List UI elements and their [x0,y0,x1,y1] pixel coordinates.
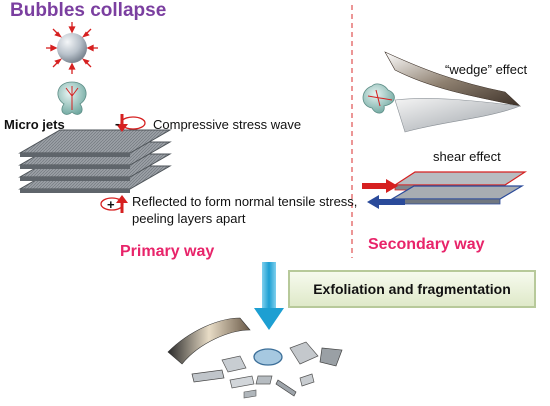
bubble-icon [57,33,87,63]
compressive-arrow [116,114,146,132]
diagram-title: Bubbles collapse [10,0,167,21]
collapsing-bubble [46,22,98,74]
curled-sheet [167,317,251,365]
result-box: Exfoliation and fragmentation [288,270,536,308]
down-arrow [254,262,284,330]
converging-arrows [46,22,98,74]
compressive-stress-label: Compressive stress wave [153,117,302,132]
plus-sign: + [107,197,115,212]
shear-left-arrow [367,195,405,209]
fragments [167,317,343,399]
primary-way-label: Primary way [120,243,215,260]
micro-jets-label: Micro jets [4,117,65,132]
shear-graphic [362,171,528,209]
wedge-effect-label: “wedge” effect [445,62,528,77]
tensile-arrow [100,195,128,213]
shear-right-arrow [362,179,398,193]
wedge-graphic [362,51,521,133]
secondary-way-label: Secondary way [368,236,485,253]
minus-sign: - [115,116,119,131]
shear-effect-label: shear effect [433,149,501,164]
layer-stack [18,129,172,193]
reflected-stress-label: Reflected to form normal tensile stress,… [132,194,358,226]
micro-jet-bubble [57,81,87,115]
fragment-disc [253,348,283,366]
